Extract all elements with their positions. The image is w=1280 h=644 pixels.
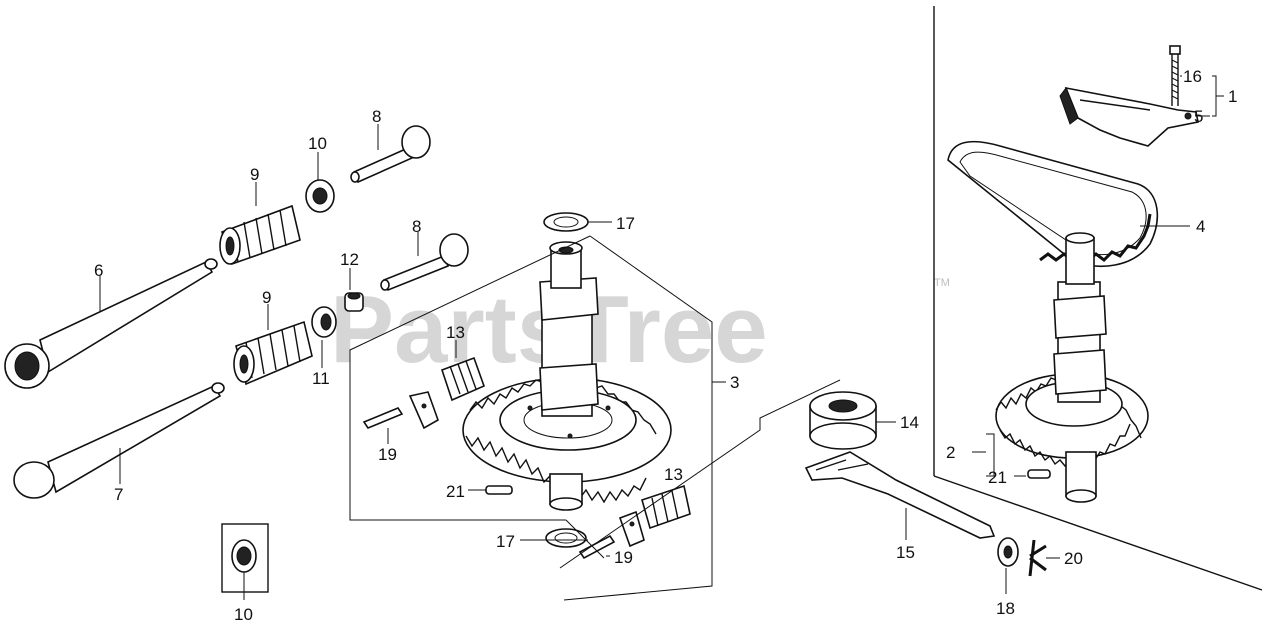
valve-stem-seal [344,292,364,312]
callout-13-upper: 13 [446,323,465,342]
spring-pin-lower [578,534,616,560]
callout-9-upper: 9 [250,165,259,184]
decompressor-weight-upper [440,356,486,402]
decompressor-weight-lower [641,484,691,530]
camshaft-assembly-bracket [349,235,713,601]
callout-13-lower: 13 [664,465,683,484]
callout-6: 6 [94,261,103,280]
belt-guide-bracket [1059,86,1199,147]
valve-retainer-upper [305,179,335,213]
callout-10-inset: 10 [234,605,253,624]
callout-19-lower: 19 [614,548,633,567]
valve-spring-lower [233,320,313,386]
callout-15: 15 [896,543,915,562]
inset-border-diagonal [933,475,1263,591]
governor-sleeve [809,391,877,450]
thrust-washer-lower [545,528,587,548]
callout-12: 12 [340,250,359,269]
tappet-lower [380,233,469,292]
valve-retainer-lower [311,306,337,338]
callout-7: 7 [114,485,123,504]
callout-8-lower: 8 [412,217,421,236]
callout-21-right: 21 [988,468,1007,487]
leader-lines [99,75,1224,600]
callout-8-upper: 8 [372,107,381,126]
bolt [1169,45,1181,106]
callout-18: 18 [996,599,1015,618]
callout-17-lower: 17 [496,532,515,551]
callout-10-upper: 10 [308,134,327,153]
timing-belt [947,140,1158,267]
callout-labels: 6 7 8 8 9 9 10 10 11 12 13 13 17 17 19 1… [94,67,1237,624]
watermark-trademark: TM [934,277,950,289]
dowel-pin-center [485,485,513,495]
callout-21-center: 21 [446,482,465,501]
callout-9-lower: 9 [262,288,271,307]
callout-5: 5 [1194,107,1203,126]
retaining-clip [1028,539,1047,577]
inset-box-retainer [221,523,269,593]
decompressor-arm-lower [618,510,645,548]
exhaust-valve-part [4,258,218,389]
valve-spring-upper [219,204,301,266]
flat-washer [997,537,1019,567]
valve-retainer-inset [231,539,257,573]
callout-17-upper: 17 [616,214,635,233]
governor-assembly-line [559,379,841,569]
dowel-pin-right [1027,469,1051,479]
callout-11: 11 [312,369,330,388]
tappet-upper [350,125,431,184]
callout-1: 1 [1228,87,1237,106]
callout-3: 3 [730,373,739,392]
intake-valve-part [13,382,225,499]
callout-14: 14 [900,413,919,432]
spring-pin-upper [362,407,404,429]
camshaft-part [462,241,672,511]
callout-4: 4 [1196,217,1205,236]
decompressor-arm-upper [408,391,439,430]
callout-2: 2 [946,443,955,462]
callout-20: 20 [1064,549,1083,568]
governor-arm [804,451,996,539]
crankshaft-gear-part [995,232,1149,503]
callout-16: 16 [1183,67,1202,86]
callout-19-upper: 19 [378,445,397,464]
thrust-washer-upper [543,212,589,232]
